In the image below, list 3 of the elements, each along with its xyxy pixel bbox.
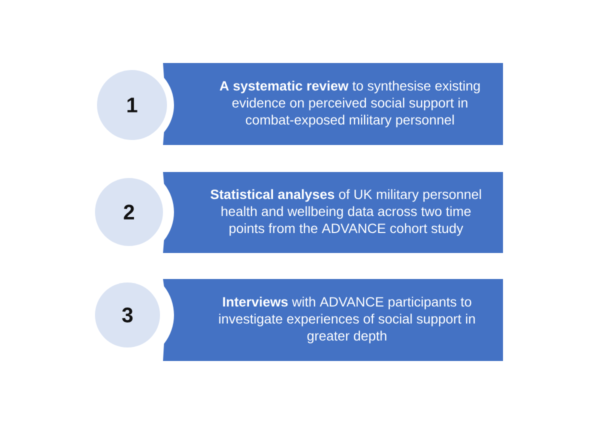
step-banner: Statistical analyses of UK military personnel health and wellbeing data across two time points from the ADVANCE cohort study xyxy=(163,172,503,253)
step-banner: A systematic review to synthesise existing evidence on perceived social support in combat-exposed military personnel xyxy=(163,63,503,145)
step-banner: Interviews with ADVANCE participants to investigate experiences of social support in greater depth xyxy=(163,279,503,361)
